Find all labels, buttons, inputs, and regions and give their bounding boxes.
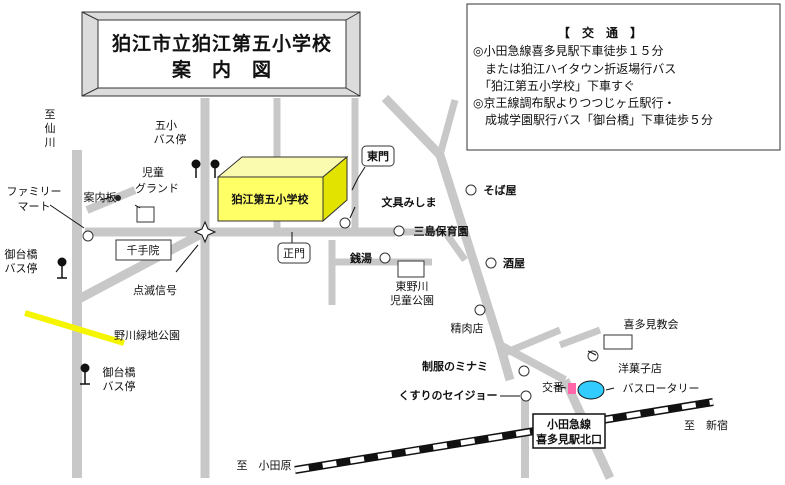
map-subtitle: 案 内 図 xyxy=(171,58,272,81)
dir-odawara: 至 小田原 xyxy=(237,459,292,472)
road-main-north xyxy=(436,99,459,156)
mishima-nursery-label: 三島保育園 xyxy=(414,224,469,238)
bus-rotary-label: バスロータリー xyxy=(623,382,700,395)
marker-sento xyxy=(379,252,391,264)
marker-uniform xyxy=(518,365,530,377)
east-gate-label: 東門 xyxy=(367,149,389,163)
marker-pharmacy xyxy=(520,390,532,402)
access-info-box: 【 交 通 】 ◎小田急線喜多見駅下車徒歩１５分 または狛江ハイタウン折返場行バ… xyxy=(466,3,781,151)
school-label: 狛江第五小学校 xyxy=(231,192,310,206)
road-east-south xyxy=(442,229,468,263)
marker-mishima xyxy=(393,225,405,237)
road-left-diagonal xyxy=(74,228,208,304)
stationery-label: 文具みしま xyxy=(382,195,437,209)
dir-sengawa-2: 仙 xyxy=(45,122,56,135)
church-label: 喜多見教会 xyxy=(624,317,679,331)
road-main-diagonal xyxy=(381,94,444,159)
blinking-signal-label: 点滅信号 xyxy=(133,284,177,297)
railway-odakyu xyxy=(294,398,714,474)
access-line-5: 成城学園駅行バス「御台橋」下車徒歩５分 xyxy=(473,112,713,127)
bus-stop-mitaibashi-2-icon xyxy=(80,363,90,385)
dir-sengawa-1: 至 xyxy=(45,108,56,121)
ground-label-1: 児童 xyxy=(142,165,164,179)
mitaibashi-2-label-1: 御台橋 xyxy=(103,365,136,379)
station-kitami-north: 小田急線 喜多見駅北口 xyxy=(532,413,606,449)
access-line-1: ◎小田急線喜多見駅下車徒歩１５分 xyxy=(473,43,663,58)
confectionery-label: 洋菓子店 xyxy=(618,361,662,375)
title-board: 狛江市立狛江第五小学校 案 内 図 xyxy=(81,11,361,97)
sake-label: 酒屋 xyxy=(503,257,525,270)
road-station-area-2 xyxy=(498,326,562,359)
station-label-1: 小田急線 xyxy=(546,417,591,431)
nogawa-line xyxy=(24,310,125,346)
main-gate: 正門 xyxy=(277,242,311,264)
uniform-shop-label: 制服のミナミ xyxy=(422,359,488,373)
senjuin: 千手院 xyxy=(115,239,172,261)
dir-sengawa-3: 川 xyxy=(45,136,56,149)
guide-board-label: 案内板 xyxy=(84,190,117,204)
road-church xyxy=(558,326,602,349)
dir-shinjuku: 至 新宿 xyxy=(684,418,728,432)
marker-confectionery xyxy=(587,350,599,362)
family-mart-label-1: ファミリー xyxy=(7,185,62,198)
map-markers xyxy=(82,184,599,402)
bus-stop-goshou-icon xyxy=(191,159,220,178)
higashinogawa-park-label-2: 児童公園 xyxy=(390,293,434,307)
ground-label-2: グランド xyxy=(135,181,179,195)
mitaibashi-2-label-2: バス停 xyxy=(103,379,136,393)
road-tree-ne xyxy=(85,186,137,214)
church-box xyxy=(603,334,633,350)
pharmacy-label: くすりのセイジョー xyxy=(399,389,498,402)
road-main-south xyxy=(435,153,505,347)
map-title: 狛江市立狛江第五小学校 xyxy=(111,32,332,55)
leader-lines xyxy=(49,166,615,397)
koban-mark xyxy=(568,383,576,394)
higashinogawa-park-label-1: 東野川 xyxy=(396,280,429,293)
signal-icon xyxy=(193,220,217,244)
east-gate: 東門 xyxy=(361,145,395,167)
mitaibashi-1-label-2: バス停 xyxy=(5,261,38,275)
koban-label: 交番 xyxy=(542,380,564,394)
marker-family-mart xyxy=(82,230,94,242)
family-mart-label-2: マート xyxy=(18,200,51,213)
goshou-stop-label-2: バス停 xyxy=(154,132,187,146)
school-building: 狛江第五小学校 xyxy=(216,155,349,223)
guide-board-dot xyxy=(115,195,121,201)
access-line-4: ◎京王線調布駅よりつつじヶ丘駅行・ xyxy=(473,95,675,110)
marker-butcher xyxy=(474,304,486,316)
access-line-2: または狛江ハイタウン折返場行バス xyxy=(473,61,676,76)
station-label-2: 喜多見駅北口 xyxy=(536,432,602,446)
access-heading: 【 交 通 】 xyxy=(558,25,642,40)
sento-label: 銭湯 xyxy=(349,251,372,265)
bus-stop-mitaibashi-1-icon xyxy=(57,257,67,279)
ground-box xyxy=(136,206,155,223)
marker-soba xyxy=(465,184,477,196)
marker-stationery xyxy=(339,217,351,229)
park-box xyxy=(397,260,425,278)
mitaibashi-1-label-1: 御台橋 xyxy=(5,247,38,261)
senjuin-label: 千手院 xyxy=(127,243,160,257)
goshou-stop-label-1: 五小 xyxy=(155,119,177,132)
marker-sake xyxy=(485,257,497,269)
labels: 至 仙 川 五小 バス停 児童 グランド ファミリー マート 案内板 御台橋 バ… xyxy=(5,108,729,472)
school-front xyxy=(217,176,324,222)
access-line-3: 「狛江第五小学校」下車すぐ xyxy=(473,78,635,93)
main-gate-label: 正門 xyxy=(283,247,305,260)
soba-label: そば屋 xyxy=(484,183,517,197)
nogawa-park-label: 野川緑地公園 xyxy=(114,328,180,342)
butcher-label: 精肉店 xyxy=(451,321,484,335)
bus-rotary-circle xyxy=(577,380,605,400)
